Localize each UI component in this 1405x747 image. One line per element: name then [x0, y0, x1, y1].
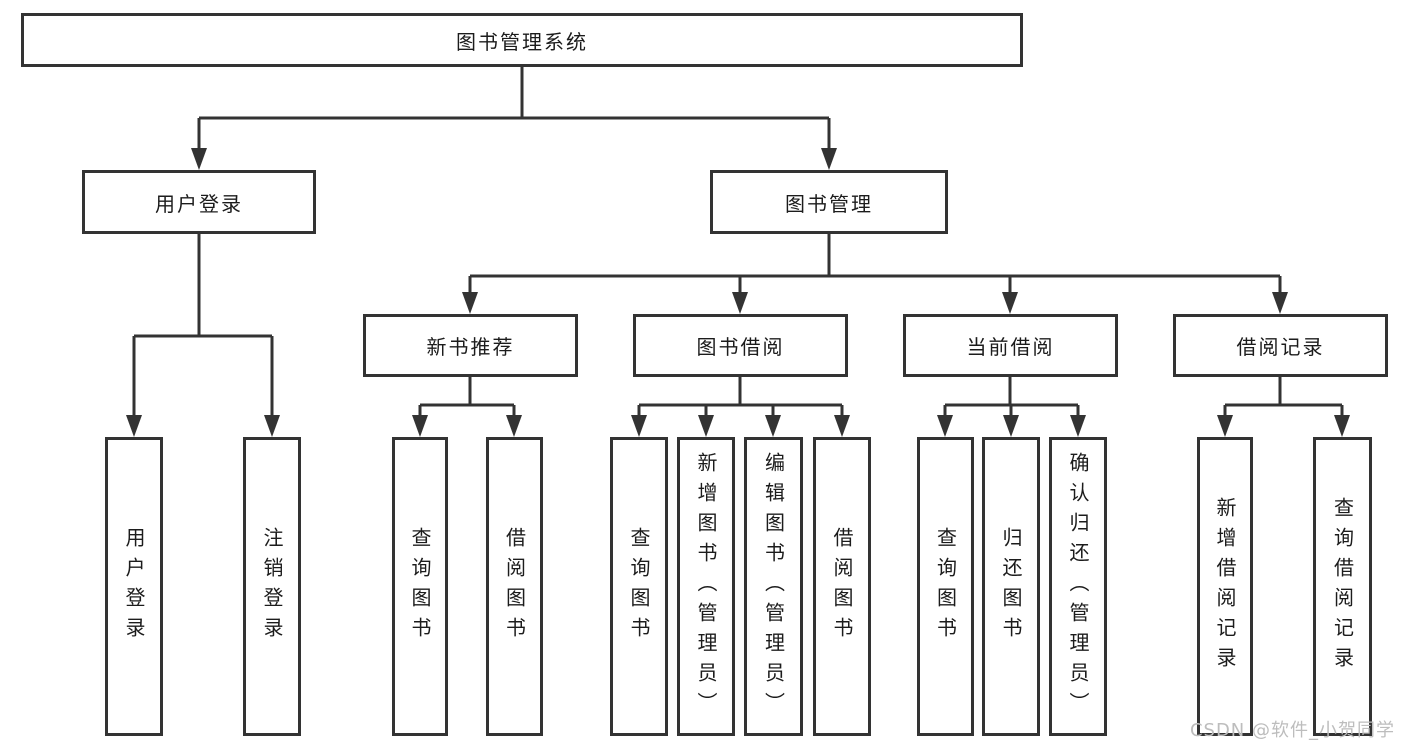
leaf-user-login: 用户登录 [105, 437, 163, 736]
leaf-confirm-return-admin: 确认归还（管理员） [1049, 437, 1107, 736]
arrowhead-icon [1003, 415, 1019, 437]
node-label: 用户登录 [155, 191, 243, 216]
node-label: 图书借阅 [696, 335, 785, 359]
arrowhead-icon [191, 148, 207, 170]
node-book-management: 图书管理 [710, 170, 948, 234]
node-label: 图书管理 [785, 191, 873, 216]
arrowhead-icon [698, 415, 714, 437]
arrowhead-icon [264, 415, 280, 437]
node-label: 新书推荐 [426, 335, 515, 359]
leaf-return-book: 归还图书 [982, 437, 1040, 736]
node-label: 当前借阅 [966, 335, 1055, 359]
node-label: 归还图书 [999, 526, 1023, 647]
node-new-book-recommend: 新书推荐 [363, 314, 578, 377]
node-library-management-system: 图书管理系统 [21, 13, 1023, 67]
arrowhead-icon [631, 415, 647, 437]
arrowhead-icon [732, 292, 748, 314]
node-label: 查询图书 [933, 526, 958, 647]
node-label: 编辑图书（管理员） [761, 451, 786, 722]
node-label: 新增图书（管理员） [694, 451, 718, 722]
leaf-query-book-recommend: 查询图书 [392, 437, 448, 736]
node-label: 借阅图书 [502, 526, 527, 647]
node-label: 查询图书 [627, 526, 651, 647]
arrowhead-icon [506, 415, 522, 437]
node-current-borrow: 当前借阅 [903, 314, 1118, 377]
arrowhead-icon [412, 415, 428, 437]
arrowhead-icon [1002, 292, 1018, 314]
arrowhead-icon [834, 415, 850, 437]
arrowhead-icon [1272, 292, 1288, 314]
leaf-edit-book-admin: 编辑图书（管理员） [744, 437, 803, 736]
node-label: 查询图书 [408, 526, 432, 647]
node-book-borrow: 图书借阅 [633, 314, 848, 377]
arrowhead-icon [1217, 415, 1233, 437]
arrowhead-icon [1334, 415, 1350, 437]
arrowhead-icon [126, 415, 142, 437]
node-user-login: 用户登录 [82, 170, 316, 234]
leaf-logout: 注销登录 [243, 437, 301, 736]
leaf-add-book-admin: 新增图书（管理员） [677, 437, 735, 736]
arrowhead-icon [821, 148, 837, 170]
node-label: 确认归还（管理员） [1066, 451, 1090, 722]
arrowhead-icon [937, 415, 953, 437]
leaf-borrow-book: 借阅图书 [813, 437, 871, 736]
connector-line-paths [132, 67, 1344, 415]
leaf-query-book-borrow: 查询图书 [610, 437, 668, 736]
arrowheads [126, 148, 1350, 437]
leaf-query-borrow-record: 查询借阅记录 [1313, 437, 1372, 736]
arrowhead-icon [1070, 415, 1086, 437]
node-label: 注销登录 [260, 526, 284, 647]
node-label: 用户登录 [122, 526, 146, 647]
node-label: 查询借阅记录 [1330, 496, 1355, 677]
csdn-watermark: CSDN @软件_小贺同学 [1189, 720, 1395, 741]
node-label: 图书管理系统 [456, 29, 588, 54]
node-label: 借阅记录 [1236, 335, 1325, 359]
arrowhead-icon [765, 415, 781, 437]
node-borrow-record: 借阅记录 [1173, 314, 1388, 377]
node-label: 新增借阅记录 [1213, 496, 1237, 677]
leaf-add-borrow-record: 新增借阅记录 [1197, 437, 1253, 736]
arrowhead-icon [462, 292, 478, 314]
leaf-query-book-current: 查询图书 [917, 437, 974, 736]
leaf-borrow-book-recommend: 借阅图书 [486, 437, 543, 736]
node-label: 借阅图书 [830, 526, 854, 647]
